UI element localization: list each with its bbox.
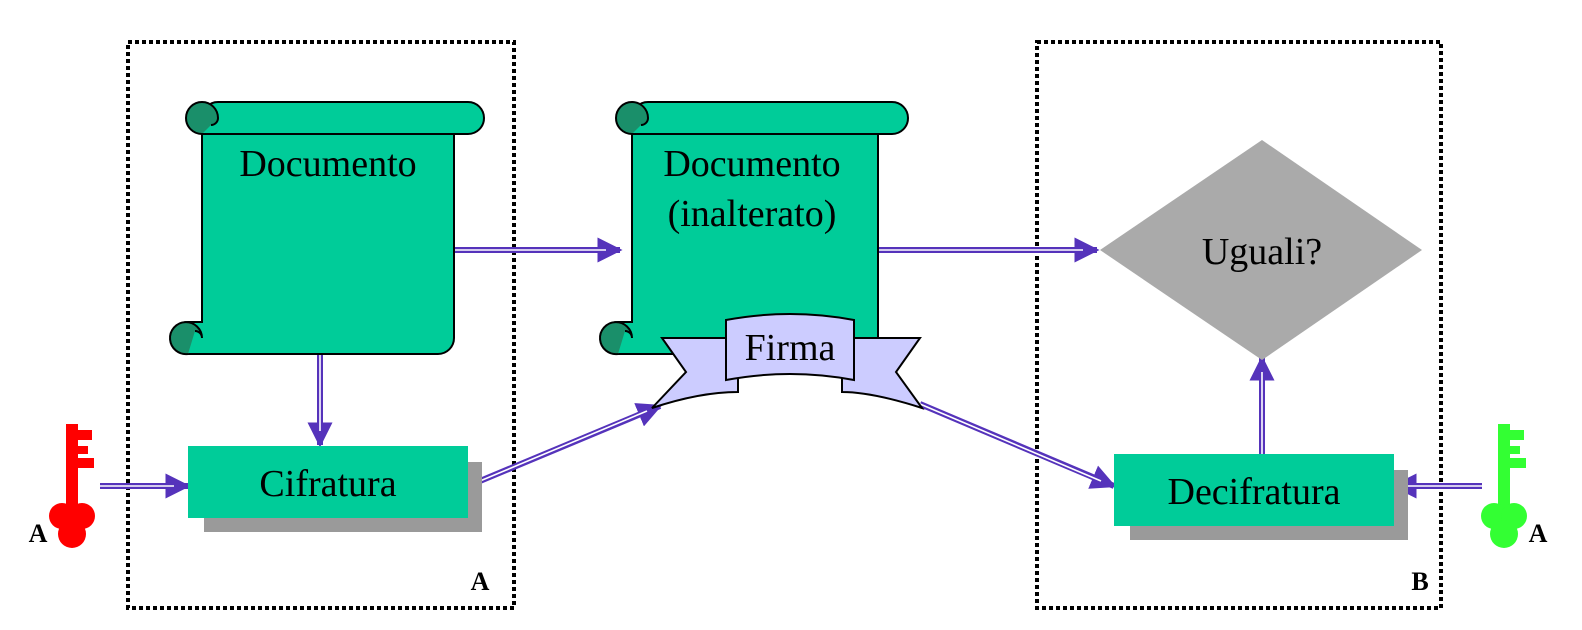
doc-mid-label-line2: (inalterato) bbox=[668, 193, 837, 235]
cifratura-process: Cifratura bbox=[188, 446, 482, 532]
box-b-label: B bbox=[1411, 567, 1428, 596]
doc-left-label: Documento bbox=[239, 143, 416, 185]
decifratura-label: Decifratura bbox=[1168, 471, 1341, 513]
document-scroll-left: Documento bbox=[169, 101, 485, 356]
doc-mid-label-line1: Documento bbox=[663, 143, 840, 185]
firma-label: Firma bbox=[745, 327, 836, 369]
key-left-label: A bbox=[29, 519, 48, 548]
container-box-a bbox=[126, 40, 516, 610]
red-key-icon bbox=[49, 424, 95, 548]
key-right-label: A bbox=[1529, 519, 1548, 548]
container-box-b bbox=[1035, 40, 1443, 610]
equality-decision-diamond: Uguali? bbox=[1100, 140, 1422, 360]
arrow-cifratura-to-firma bbox=[466, 403, 663, 489]
cifratura-label: Cifratura bbox=[259, 463, 396, 505]
green-key-icon bbox=[1481, 424, 1527, 548]
arrow-firma-to-decifratura bbox=[918, 401, 1117, 489]
document-scroll-middle: Documento (inalterato) bbox=[599, 101, 909, 356]
box-a-label: A bbox=[471, 567, 490, 596]
firma-ribbon: Firma bbox=[651, 313, 925, 410]
uguali-label: Uguali? bbox=[1202, 231, 1322, 273]
decifratura-process: Decifratura bbox=[1114, 454, 1408, 540]
